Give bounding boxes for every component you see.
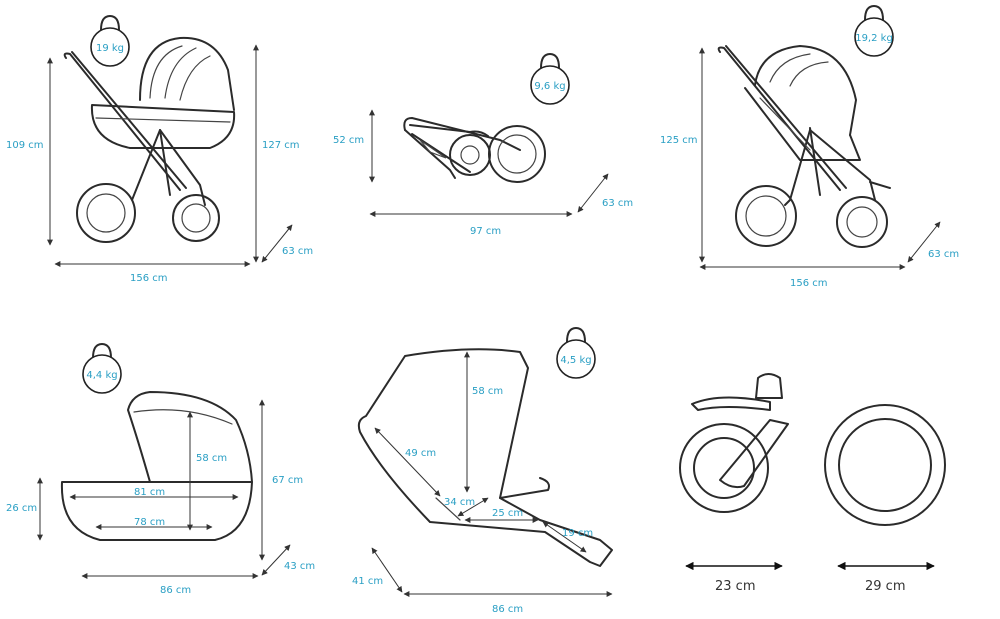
- pram-weight-label: 19 kg: [96, 43, 124, 54]
- seat-width-label: 34 cm: [444, 497, 475, 508]
- seat-depth-label: 25 cm: [492, 508, 523, 519]
- carrycot-outer-height-label: 67 cm: [272, 475, 303, 486]
- seat-weight-icon: 4,5 kg: [556, 327, 596, 379]
- pram-length-label: 156 cm: [130, 273, 168, 284]
- seat-panel: 4,5 kg 58 cm 49 cm 34 cm 25 cm 19 cm 41 …: [352, 327, 613, 615]
- carrycot-inner-height-label: 58 cm: [196, 453, 227, 464]
- folded-width-label: 63 cm: [602, 198, 633, 209]
- pram-panel: 19 kg 109 cm 127 cm 156 cm 63 cm: [6, 15, 313, 284]
- carrycot-side-height-label: 26 cm: [6, 503, 37, 514]
- seat-back-length-label: 49 cm: [405, 448, 436, 459]
- seat-footrest-label: 19 cm: [562, 528, 593, 539]
- stroller-weight-icon: 19,2 kg: [854, 5, 894, 57]
- carrycot-panel: 4,4 kg 58 cm 67 cm 26 cm 81 cm 78 cm 86 …: [6, 343, 315, 596]
- rear-wheel-size-label: 29 cm: [865, 579, 906, 594]
- pram-width-label: 63 cm: [282, 246, 313, 257]
- folded-panel: 9,6 kg 52 cm 97 cm 63 cm: [333, 53, 633, 237]
- front-wheel-size-label: 23 cm: [715, 579, 756, 594]
- carrycot-top-length-label: 81 cm: [134, 487, 165, 498]
- wheels-panel: 23 cm 29 cm: [679, 373, 946, 594]
- pram-weight-icon: 19 kg: [90, 15, 130, 67]
- carrycot-drawing: [60, 391, 253, 541]
- pram-drawing: [63, 36, 236, 243]
- folded-weight-label: 9,6 kg: [534, 81, 565, 92]
- front-wheel-drawing: [679, 373, 789, 513]
- carrycot-weight-label: 4,4 kg: [86, 370, 117, 381]
- folded-length-label: 97 cm: [470, 226, 501, 237]
- carrycot-weight-icon: 4,4 kg: [82, 343, 122, 394]
- seat-back-height-label: 58 cm: [472, 386, 503, 397]
- folded-drawing: [403, 117, 546, 183]
- seat-length-label: 86 cm: [492, 604, 523, 615]
- seat-side-width-label: 41 cm: [352, 576, 383, 587]
- folded-weight-icon: 9,6 kg: [530, 53, 570, 105]
- folded-height-label: 52 cm: [333, 135, 364, 146]
- pram-height-label: 109 cm: [6, 140, 44, 151]
- stroller-height-label: 125 cm: [660, 135, 698, 146]
- stroller-length-label: 156 cm: [790, 278, 828, 289]
- carrycot-width-label: 43 cm: [284, 561, 315, 572]
- stroller-weight-label: 19,2 kg: [855, 33, 893, 44]
- stroller-width-label: 63 cm: [928, 249, 959, 260]
- stroller-panel: 19,2 kg 125 cm 156 cm 63 cm: [660, 5, 959, 289]
- carrycot-bottom-length-label: 78 cm: [134, 517, 165, 528]
- pram-total-height-label: 127 cm: [262, 140, 300, 151]
- carrycot-length-label: 86 cm: [160, 585, 191, 596]
- rear-wheel-drawing: [824, 404, 946, 526]
- seat-weight-label: 4,5 kg: [560, 355, 591, 366]
- stroller-drawing: [717, 45, 891, 248]
